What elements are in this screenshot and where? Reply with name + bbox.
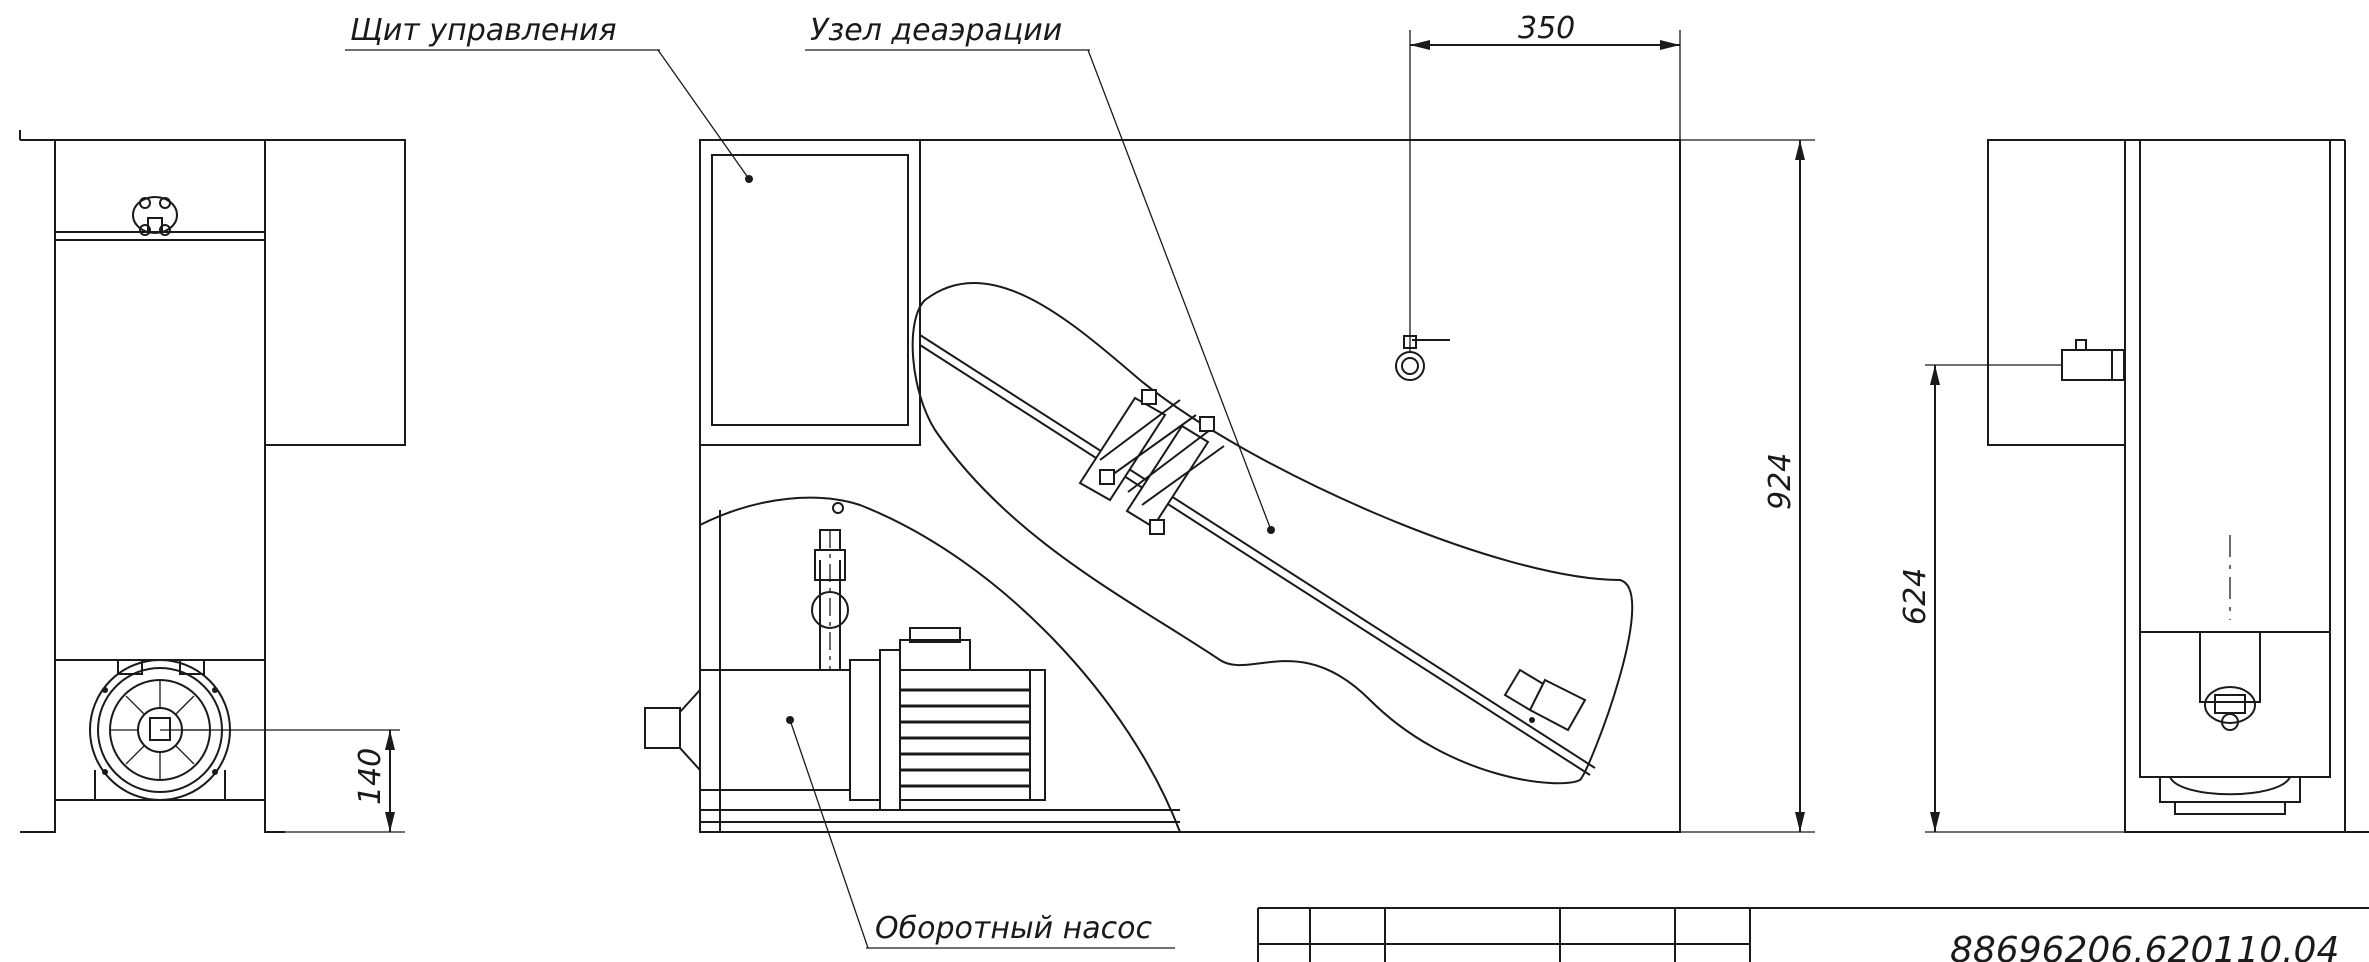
dimension-pump-axis-label: 140 [353, 748, 388, 805]
circulation-pump [644, 529, 1180, 811]
dimension-pump-axis: 140 [265, 730, 405, 833]
title-block: 88696206.620110.04 [1257, 907, 2369, 962]
callout-circulation-pump-label: Оборотный насос [875, 911, 1153, 946]
callout-control-panel-label: Щит управления [350, 13, 617, 48]
callout-control-panel: Щит управления [345, 13, 750, 180]
right-pump-base [2159, 776, 2301, 815]
deaerator-end-fitting [1503, 668, 1587, 732]
control-panel-side-right [1987, 139, 2126, 446]
deaerator-cutout [911, 281, 1634, 785]
dimension-height-valve-label: 624 [1898, 568, 1933, 625]
dimension-924: 924 [1680, 139, 1815, 833]
cabinet-outline [699, 139, 1681, 833]
callout-deaeration-unit-label: Узел деаэрации [810, 13, 1062, 48]
dimension-height-total-label: 924 [1763, 453, 1798, 510]
dimension-width-offset-label: 350 [1518, 11, 1575, 46]
control-panel [699, 139, 921, 446]
control-panel-side [264, 139, 406, 446]
right-outlet-fitting [2199, 535, 2261, 731]
dimension-624: 624 [1898, 365, 2125, 833]
deaerator-flange [1078, 389, 1225, 535]
right-side-view: 624 [1898, 139, 2369, 833]
callout-circulation-pump: Оборотный насос [789, 719, 1175, 949]
air-valve [1395, 335, 1450, 381]
pump-front-view [89, 659, 400, 801]
title-block-designation: 88696206.620110.04 [1950, 930, 2339, 962]
dimension-350: 350 [1409, 11, 1681, 352]
left-side-view: 140 [19, 130, 406, 833]
right-valve [1925, 339, 2125, 381]
pump-cutout [699, 496, 1181, 833]
front-view: 350 924 Щит управления Узел деаэрации Об… [345, 11, 1815, 949]
deaerator-top-fitting [132, 196, 178, 236]
callout-deaeration-unit: Узел деаэрации [805, 13, 1272, 531]
